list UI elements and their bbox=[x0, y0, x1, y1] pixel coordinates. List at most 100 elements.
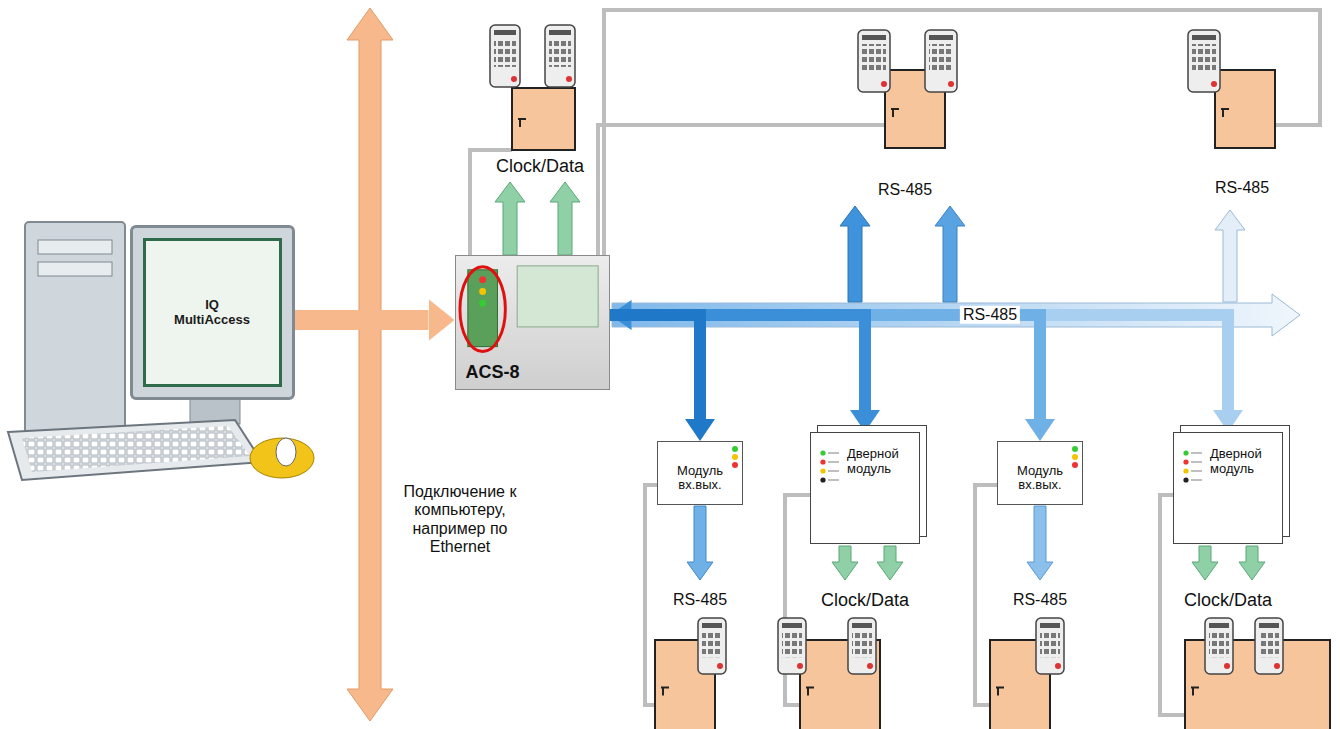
note-text: Подключение к компьютеру, например по Et… bbox=[393, 483, 528, 557]
io-module: Модуль вх.вых. bbox=[657, 441, 743, 505]
module-leds bbox=[1182, 449, 1204, 489]
door-handle bbox=[1191, 688, 1199, 696]
rs485-arrow bbox=[1027, 506, 1053, 580]
door-handle bbox=[891, 109, 899, 117]
status-led bbox=[1183, 477, 1188, 482]
led-caption-line bbox=[828, 452, 839, 454]
reader-keypad bbox=[494, 39, 516, 67]
reader-body bbox=[1036, 618, 1064, 674]
status-led bbox=[1072, 462, 1078, 468]
card-reader bbox=[698, 618, 726, 674]
mouse bbox=[276, 438, 296, 466]
pc-tower bbox=[25, 222, 125, 440]
reader-led bbox=[948, 81, 954, 87]
rs485-arrow bbox=[840, 206, 870, 302]
node-text: IQ MultiAccess bbox=[167, 297, 257, 327]
reader-body bbox=[858, 30, 890, 92]
highlight-ellipse bbox=[459, 266, 504, 351]
card-reader bbox=[490, 25, 520, 87]
reader-display bbox=[549, 30, 571, 35]
status-led bbox=[820, 459, 825, 464]
reader-display bbox=[782, 623, 802, 628]
status-led bbox=[732, 454, 738, 460]
card-reader bbox=[848, 618, 876, 674]
reader-body bbox=[1205, 618, 1233, 674]
clock-data-arrow bbox=[1239, 546, 1265, 580]
card-reader bbox=[1036, 618, 1064, 674]
reader-keypad bbox=[1259, 632, 1279, 657]
led-caption-line bbox=[1191, 479, 1202, 481]
reader-led bbox=[717, 663, 723, 669]
status-led bbox=[1072, 446, 1078, 452]
connector bbox=[632, 315, 866, 410]
reader-body bbox=[848, 618, 876, 674]
connector bbox=[632, 315, 1229, 410]
clock-data-arrow bbox=[550, 182, 580, 255]
connector bbox=[610, 315, 1041, 419]
reader-led bbox=[867, 663, 873, 669]
cable-line bbox=[598, 125, 885, 255]
signal-label: Clock/Data bbox=[821, 590, 909, 611]
reader-keypad bbox=[782, 632, 802, 657]
status-led bbox=[732, 446, 738, 452]
drive-bay bbox=[38, 240, 112, 254]
card-reader bbox=[858, 30, 890, 92]
module-leds bbox=[731, 445, 739, 471]
circuit-board bbox=[517, 265, 598, 326]
card-reader bbox=[778, 618, 806, 674]
keyboard bbox=[8, 420, 262, 480]
reader-led bbox=[797, 663, 803, 669]
reader-led bbox=[1224, 663, 1230, 669]
node-text: ACS-8 bbox=[466, 362, 520, 383]
reader-led bbox=[1274, 663, 1280, 669]
reader-led bbox=[511, 76, 517, 82]
door-leaf bbox=[1215, 70, 1275, 148]
reader-keypad bbox=[1040, 632, 1060, 657]
clock-data-arrow bbox=[877, 546, 903, 580]
reader-led bbox=[1055, 663, 1061, 669]
reader-display bbox=[1259, 623, 1279, 628]
mouse-pad bbox=[250, 438, 314, 478]
signal-label: RS-485 bbox=[1013, 591, 1067, 609]
reader-keypad bbox=[852, 632, 872, 657]
status-led bbox=[820, 450, 825, 455]
reader-body bbox=[1188, 30, 1220, 92]
signal-label: RS-485 bbox=[878, 181, 932, 199]
status-led bbox=[1072, 454, 1078, 460]
signal-label: RS-485 bbox=[960, 306, 1020, 324]
status-led bbox=[1183, 459, 1188, 464]
keyboard-keys bbox=[22, 426, 250, 472]
status-led bbox=[479, 299, 486, 306]
reader-display bbox=[1209, 623, 1229, 628]
status-led bbox=[479, 288, 486, 295]
reader-body bbox=[1255, 618, 1283, 674]
door bbox=[512, 88, 575, 150]
reader-body bbox=[545, 25, 575, 87]
connector bbox=[295, 310, 429, 330]
reader-display bbox=[1192, 35, 1216, 40]
cable-line bbox=[604, 10, 1320, 255]
reader-display bbox=[852, 623, 872, 628]
rs485-arrow bbox=[1215, 210, 1245, 302]
reader-led bbox=[566, 76, 572, 82]
reader-display bbox=[702, 623, 722, 628]
reader-display bbox=[494, 30, 516, 35]
status-led bbox=[1183, 450, 1188, 455]
reader-body bbox=[698, 618, 726, 674]
status-led bbox=[820, 477, 825, 482]
controller-box: ACS-8 bbox=[455, 255, 610, 390]
led-caption-line bbox=[828, 479, 839, 481]
reader-body bbox=[778, 618, 806, 674]
reader-keypad bbox=[929, 44, 953, 72]
io-module: Модуль вх.вых. bbox=[997, 441, 1083, 505]
computer-monitor: IQ MultiAccess bbox=[130, 225, 295, 400]
rs485-arrow bbox=[935, 206, 965, 302]
signal-label: Clock/Data bbox=[496, 156, 584, 177]
door-handle bbox=[518, 119, 526, 127]
clock-data-arrow bbox=[495, 182, 525, 255]
card-reader bbox=[925, 30, 957, 92]
node-text: Дверной модуль bbox=[847, 447, 913, 477]
led-caption-line bbox=[828, 461, 839, 463]
